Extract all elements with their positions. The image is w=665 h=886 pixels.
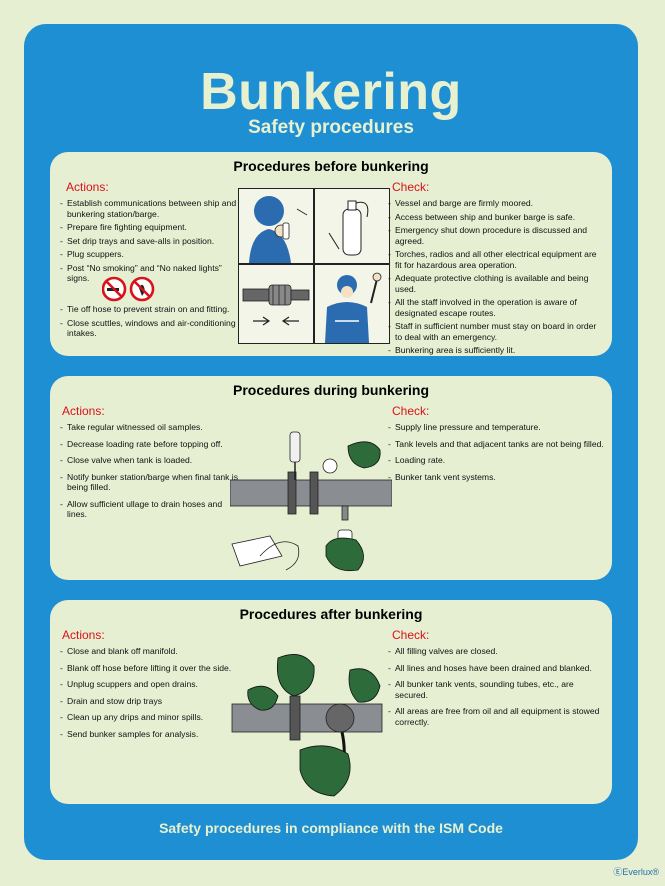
brand-icon: Ⓔ bbox=[613, 867, 623, 877]
hose-coupling-illustration bbox=[238, 264, 314, 344]
list-item: Staff in sufficient number must stay on … bbox=[388, 321, 604, 342]
pipeline-sampling-illustration bbox=[230, 406, 392, 576]
poster: Bunkering Safety procedures Procedures b… bbox=[24, 24, 638, 860]
section-after: Procedures after bunkering Actions: Clos… bbox=[50, 600, 612, 804]
list-item: All areas are free from oil and all equi… bbox=[388, 706, 604, 727]
check-list: Vessel and barge are firmly moored. Acce… bbox=[388, 198, 604, 356]
flange-blanking-illustration bbox=[230, 630, 392, 800]
list-item: Post “No smoking” and “No naked lights” … bbox=[60, 263, 238, 284]
list-item: Take regular witnessed oil samples. bbox=[60, 422, 238, 433]
list-item: Unplug scuppers and open drains. bbox=[60, 679, 238, 690]
list-item: Loading rate. bbox=[388, 455, 604, 466]
check-heading: Check: bbox=[392, 628, 430, 642]
fire-extinguisher-illustration bbox=[314, 188, 390, 264]
list-item: Decrease loading rate before topping off… bbox=[60, 439, 238, 450]
section-title: Procedures during bunkering bbox=[232, 382, 430, 398]
list-item: Close valve when tank is loaded. bbox=[60, 455, 238, 466]
brand-logo: ⒺEverlux® bbox=[613, 865, 659, 878]
list-item: Close and blank off manifold. bbox=[60, 646, 238, 657]
check-heading: Check: bbox=[392, 404, 430, 418]
list-item: Tie off hose to prevent strain on and fi… bbox=[60, 304, 238, 315]
section-title: Procedures after bunkering bbox=[239, 606, 423, 622]
section-title: Procedures before bunkering bbox=[233, 158, 429, 174]
list-item: Access between ship and bunker barge is … bbox=[388, 212, 604, 223]
list-item: All the staff involved in the operation … bbox=[388, 297, 604, 318]
list-item: Emergency shut down procedure is discuss… bbox=[388, 225, 604, 246]
registered-mark: ® bbox=[652, 867, 659, 877]
footer-note: Safety procedures in compliance with the… bbox=[159, 820, 503, 836]
list-item: All filling valves are closed. bbox=[388, 646, 604, 657]
sign-icons bbox=[102, 276, 156, 302]
actions-list: Establish communications between ship an… bbox=[60, 198, 238, 286]
list-item: Send bunker samples for analysis. bbox=[60, 729, 238, 740]
telephone-worker-illustration bbox=[238, 188, 314, 264]
section-before: Procedures before bunkering Actions: Est… bbox=[50, 152, 612, 356]
list-item: Allow sufficient ullage to drain hoses a… bbox=[60, 499, 238, 520]
list-item: Close scuttles, windows and air-conditio… bbox=[60, 318, 238, 339]
worker-signal-illustration bbox=[314, 264, 390, 344]
check-list: Supply line pressure and temperature. Ta… bbox=[388, 422, 604, 482]
list-item: Tank levels and that adjacent tanks are … bbox=[388, 439, 604, 450]
actions-heading: Actions: bbox=[62, 628, 105, 642]
list-item: Bunker tank vent systems. bbox=[388, 472, 604, 483]
no-smoking-icon bbox=[102, 276, 155, 302]
list-item: Prepare fire fighting equipment. bbox=[60, 222, 238, 233]
list-item: Bunkering area is sufficiently lit. bbox=[388, 345, 604, 356]
list-item: Set drip trays and save-alls in position… bbox=[60, 236, 238, 247]
list-item: Adequate protective clothing is availabl… bbox=[388, 273, 604, 294]
list-item: All lines and hoses have been drained an… bbox=[388, 663, 604, 674]
page-subtitle: Safety procedures bbox=[248, 117, 414, 138]
section-during: Procedures during bunkering Actions: Tak… bbox=[50, 376, 612, 580]
brand-name: Everlux bbox=[622, 867, 653, 877]
list-item: Notify bunker station/barge when final t… bbox=[60, 472, 238, 493]
actions-list-continued: Tie off hose to prevent strain on and fi… bbox=[60, 304, 238, 339]
check-list: All filling valves are closed. All lines… bbox=[388, 646, 604, 727]
page-title: Bunkering bbox=[200, 63, 462, 121]
list-item: Supply line pressure and temperature. bbox=[388, 422, 604, 433]
list-item: Vessel and barge are firmly moored. bbox=[388, 198, 604, 209]
actions-heading: Actions: bbox=[66, 180, 109, 194]
list-item: Clean up any drips and minor spills. bbox=[60, 712, 238, 723]
list-item: All bunker tank vents, sounding tubes, e… bbox=[388, 679, 604, 700]
actions-list: Take regular witnessed oil samples. Decr… bbox=[60, 422, 238, 520]
list-item: Establish communications between ship an… bbox=[60, 198, 238, 219]
list-item: Torches, radios and all other electrical… bbox=[388, 249, 604, 270]
list-item: Drain and stow drip trays bbox=[60, 696, 238, 707]
actions-heading: Actions: bbox=[62, 404, 105, 418]
actions-list: Close and blank off manifold. Blank off … bbox=[60, 646, 238, 739]
check-heading: Check: bbox=[392, 180, 430, 194]
list-item: Plug scuppers. bbox=[60, 249, 238, 260]
list-item: Blank off hose before lifting it over th… bbox=[60, 663, 238, 674]
